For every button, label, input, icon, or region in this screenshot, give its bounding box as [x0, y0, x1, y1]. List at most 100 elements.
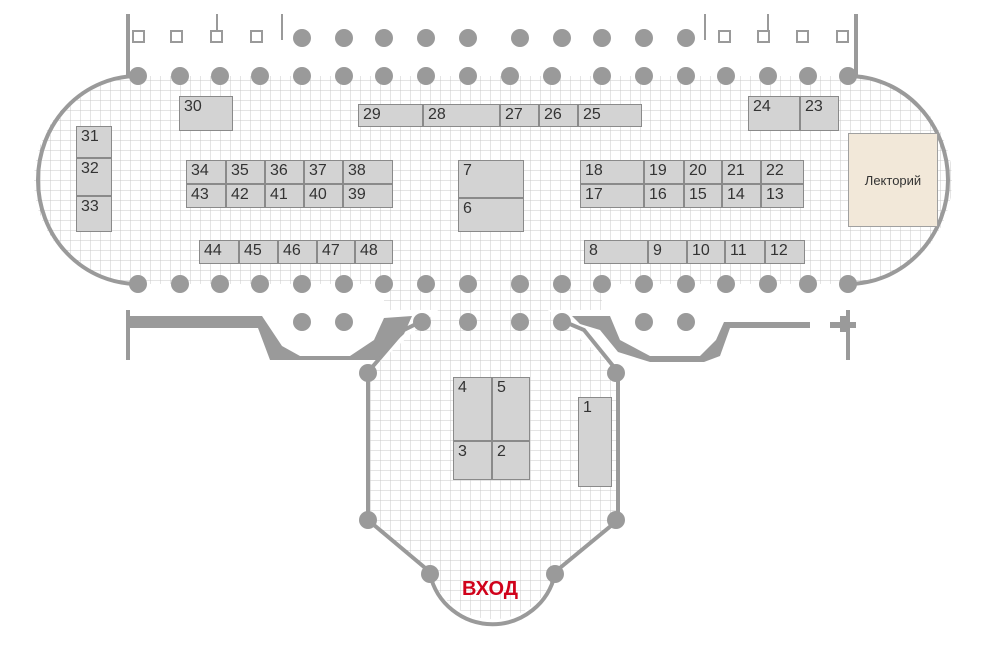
booth-29[interactable]: 29	[358, 104, 423, 127]
west-apse-wall	[36, 74, 139, 286]
booth-14-label: 14	[727, 186, 745, 203]
booth-9-label: 9	[653, 242, 662, 259]
booth-6[interactable]: 6	[458, 198, 524, 232]
booth-10[interactable]: 10	[687, 240, 725, 264]
booth-21[interactable]: 21	[722, 160, 761, 184]
booth-2-label: 2	[497, 443, 506, 460]
column	[553, 313, 571, 331]
column	[511, 275, 529, 293]
booth-15[interactable]: 15	[684, 184, 722, 208]
booth-35[interactable]: 35	[226, 160, 265, 184]
booth-33[interactable]: 33	[76, 196, 112, 232]
windows	[132, 14, 849, 43]
booth-44[interactable]: 44	[199, 240, 239, 264]
column	[717, 275, 735, 293]
column	[635, 313, 653, 331]
booth-20[interactable]: 20	[684, 160, 722, 184]
booth-17[interactable]: 17	[580, 184, 644, 208]
entrance-arc	[428, 573, 557, 627]
column	[293, 313, 311, 331]
booth-3[interactable]: 3	[453, 441, 492, 480]
booth-17-label: 17	[585, 186, 603, 203]
booth-13[interactable]: 13	[761, 184, 804, 208]
booth-16[interactable]: 16	[644, 184, 684, 208]
booth-25[interactable]: 25	[578, 104, 642, 127]
booth-10-label: 10	[692, 242, 710, 259]
booth-24[interactable]: 24	[748, 96, 800, 131]
booth-45[interactable]: 45	[239, 240, 278, 264]
column	[677, 313, 695, 331]
column	[839, 67, 857, 85]
booth-36-label: 36	[270, 162, 288, 179]
column	[635, 67, 653, 85]
booth-43[interactable]: 43	[186, 184, 226, 208]
booth-19[interactable]: 19	[644, 160, 684, 184]
booth-31[interactable]: 31	[76, 126, 112, 158]
booth-4[interactable]: 4	[453, 377, 492, 441]
booth-42-label: 42	[231, 186, 249, 203]
booth-1[interactable]: 1	[578, 397, 612, 487]
column	[171, 67, 189, 85]
booth-1-label: 1	[583, 399, 592, 416]
column	[375, 275, 393, 293]
booth-28-label: 28	[428, 106, 446, 123]
column	[553, 275, 571, 293]
booth-5[interactable]: 5	[492, 377, 530, 441]
booth-47[interactable]: 47	[317, 240, 355, 264]
booth-8[interactable]: 8	[584, 240, 648, 264]
booth-40[interactable]: 40	[304, 184, 343, 208]
booth-27[interactable]: 27	[500, 104, 539, 127]
booth-39[interactable]: 39	[343, 184, 393, 208]
booth-34[interactable]: 34	[186, 160, 226, 184]
booth-16-label: 16	[649, 186, 667, 203]
booth-11[interactable]: 11	[725, 240, 765, 264]
column	[501, 67, 519, 85]
booth-41-label: 41	[270, 186, 288, 203]
booth-37[interactable]: 37	[304, 160, 343, 184]
booth-36[interactable]: 36	[265, 160, 304, 184]
booth-12[interactable]: 12	[765, 240, 805, 264]
booth-48[interactable]: 48	[355, 240, 393, 264]
column	[359, 364, 377, 382]
booth-28[interactable]: 28	[423, 104, 500, 127]
column	[511, 313, 529, 331]
column	[543, 67, 561, 85]
column	[677, 29, 695, 47]
booth-30-label: 30	[184, 98, 202, 115]
column	[359, 511, 377, 529]
lecture-hall[interactable]: Лекторий	[848, 133, 938, 227]
booth-9[interactable]: 9	[648, 240, 687, 264]
column	[421, 565, 439, 583]
column	[375, 29, 393, 47]
column	[799, 67, 817, 85]
booth-25-label: 25	[583, 106, 601, 123]
column	[593, 29, 611, 47]
booth-11-label: 11	[730, 242, 747, 259]
booth-23[interactable]: 23	[800, 96, 839, 131]
booth-22[interactable]: 22	[761, 160, 804, 184]
booth-32[interactable]: 32	[76, 158, 112, 196]
column	[293, 67, 311, 85]
booth-35-label: 35	[231, 162, 249, 179]
column	[593, 67, 611, 85]
column	[677, 275, 695, 293]
booth-18[interactable]: 18	[580, 160, 644, 184]
column	[335, 29, 353, 47]
booth-41[interactable]: 41	[265, 184, 304, 208]
booth-24-label: 24	[753, 98, 771, 115]
column	[759, 67, 777, 85]
column	[129, 275, 147, 293]
booth-32-label: 32	[81, 160, 99, 177]
booth-26[interactable]: 26	[539, 104, 578, 127]
entrance-label[interactable]: ВХОД	[461, 578, 519, 600]
booth-2[interactable]: 2	[492, 441, 530, 480]
booth-14[interactable]: 14	[722, 184, 761, 208]
booth-31-label: 31	[81, 128, 99, 145]
booth-38[interactable]: 38	[343, 160, 393, 184]
column	[635, 275, 653, 293]
booth-7[interactable]: 7	[458, 160, 524, 198]
vestibule-ne-wall	[564, 320, 620, 374]
booth-46[interactable]: 46	[278, 240, 317, 264]
booth-42[interactable]: 42	[226, 184, 265, 208]
booth-30[interactable]: 30	[179, 96, 233, 131]
